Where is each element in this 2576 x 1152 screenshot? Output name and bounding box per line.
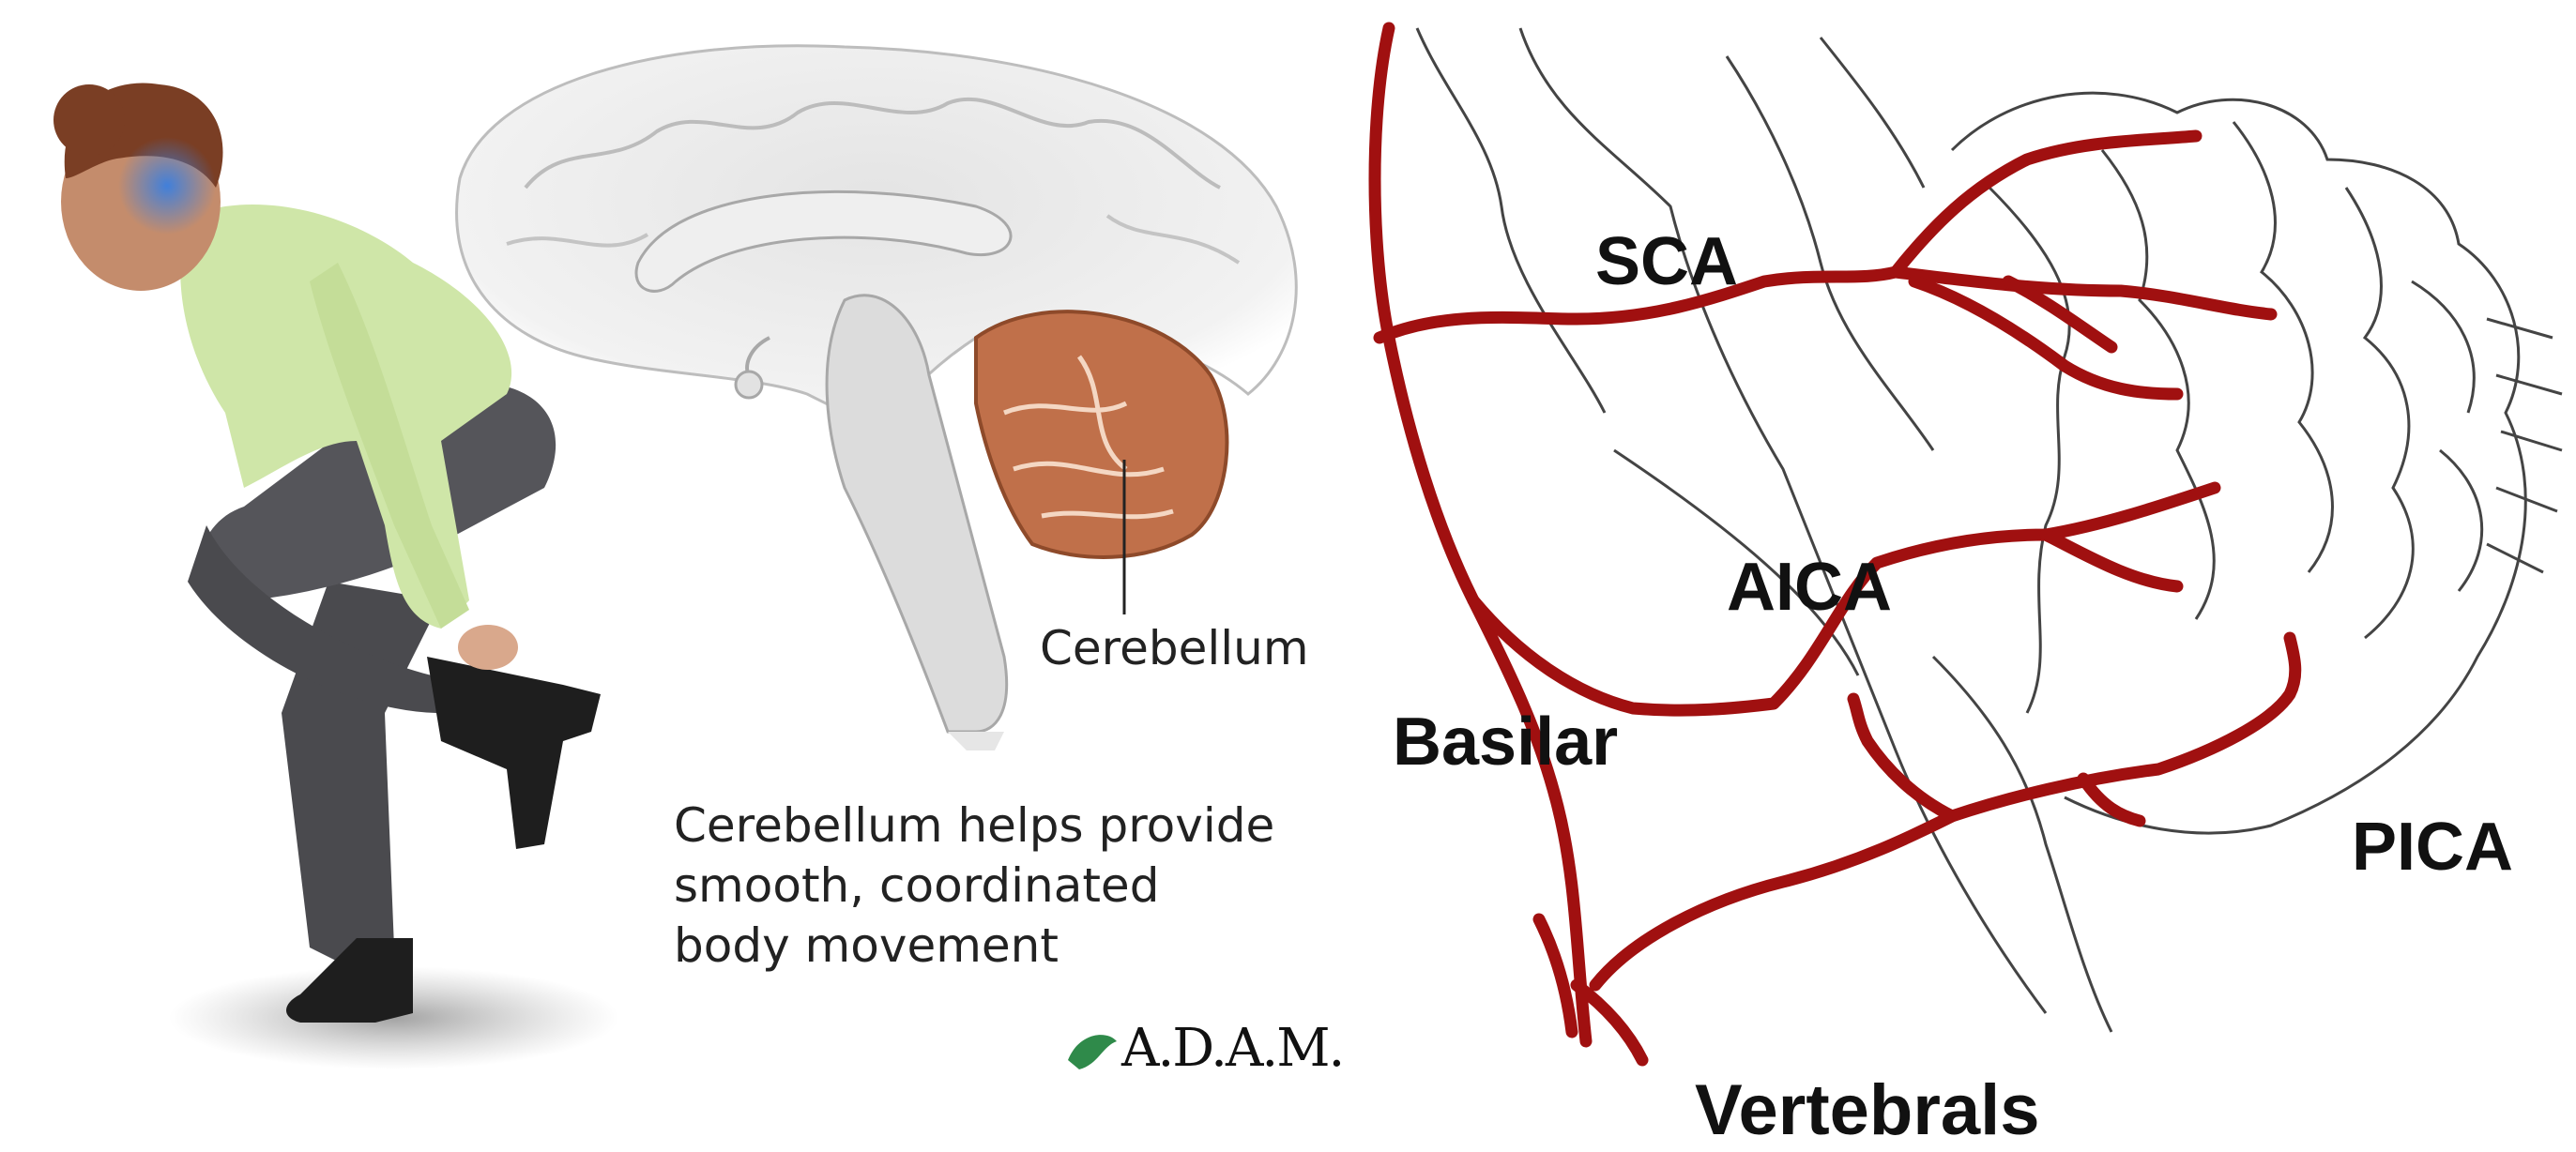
cerebellum-label: Cerebellum bbox=[1040, 621, 1309, 675]
arteries-artwork bbox=[1333, 0, 2576, 1152]
basilar-artery bbox=[1375, 28, 1586, 1041]
adam-logo-text: A.D.A.M. bbox=[1121, 1018, 1343, 1079]
cerebellum-highlight bbox=[118, 137, 216, 235]
vertebrals-label: Vertebrals bbox=[1695, 1069, 2040, 1151]
caption-line-1: Cerebellum helps provide bbox=[674, 796, 1274, 856]
adam-leaf-icon bbox=[1068, 1035, 1117, 1069]
pica-label: PICA bbox=[2352, 809, 2513, 886]
sca-label: SCA bbox=[1595, 223, 1738, 300]
illustration-artwork bbox=[0, 0, 1333, 1152]
cerebellar-arteries-panel: SCA AICA Basilar PICA Vertebrals bbox=[1333, 0, 2576, 1152]
basilar-label: Basilar bbox=[1393, 704, 1618, 781]
aica-label: AICA bbox=[1727, 549, 1892, 626]
caption-line-2: smooth, coordinated bbox=[674, 856, 1274, 916]
illustration-caption: Cerebellum helps provide smooth, coordin… bbox=[674, 796, 1274, 976]
sca-artery bbox=[1379, 272, 2271, 338]
cerebellum-illustration-panel: Cerebellum Cerebellum helps provide smoo… bbox=[0, 0, 1333, 1152]
caption-line-3: body movement bbox=[674, 916, 1274, 976]
artery-network bbox=[1375, 28, 2295, 1060]
